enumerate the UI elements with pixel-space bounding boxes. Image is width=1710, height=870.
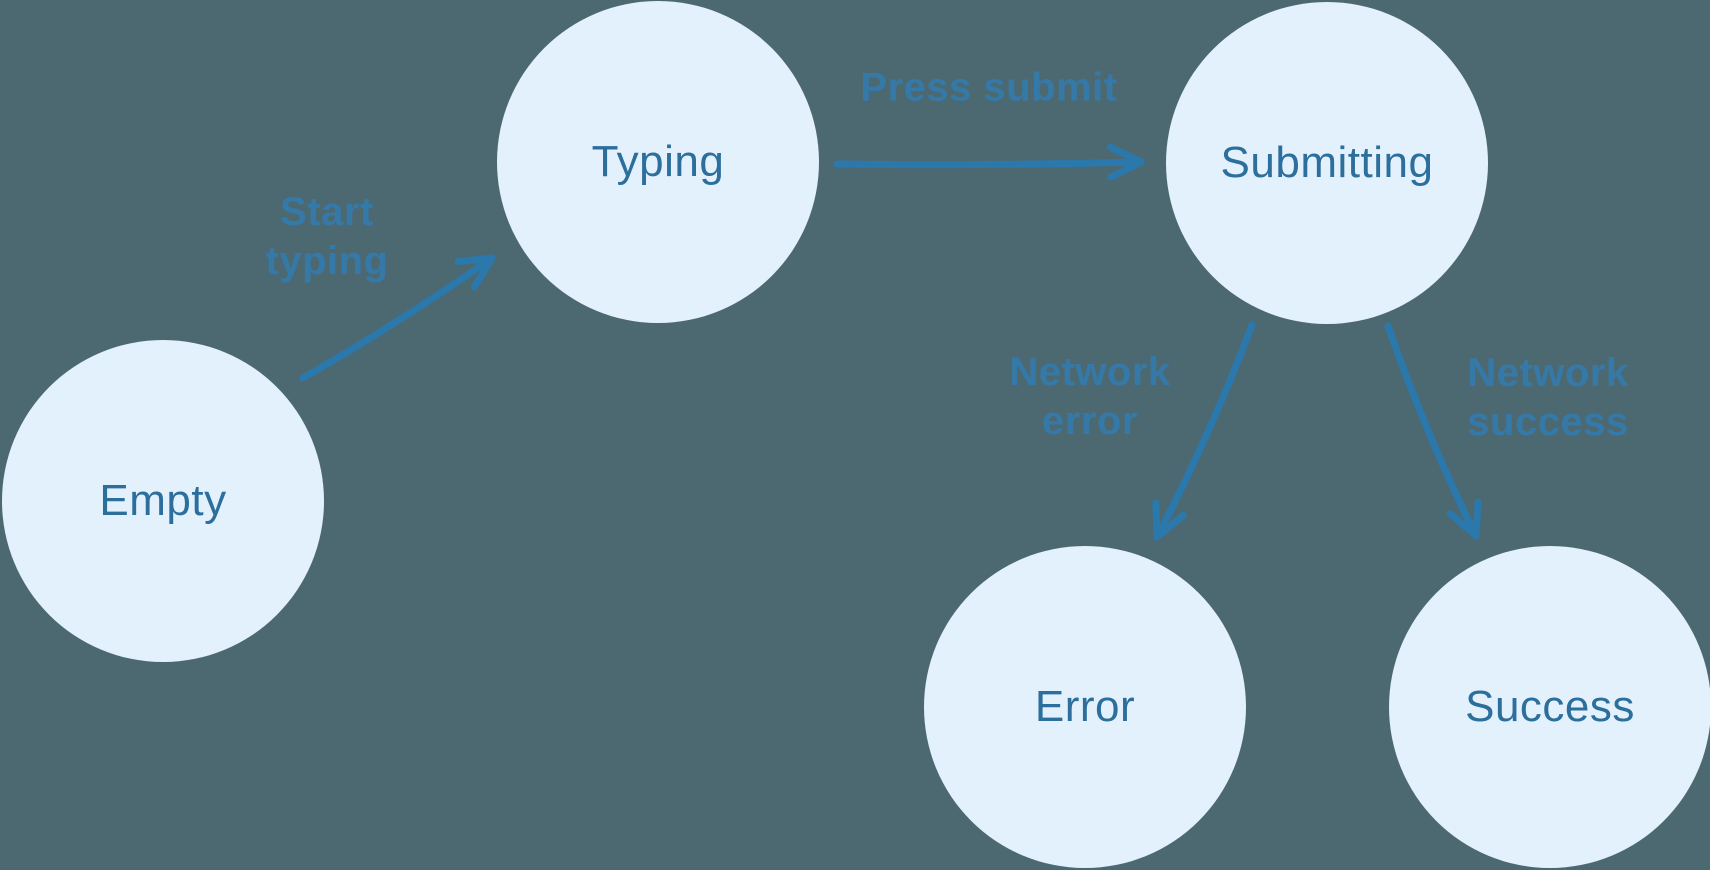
state-node-empty: Empty: [2, 340, 324, 662]
state-node-success: Success: [1389, 546, 1710, 868]
edge-label-network-error: Network error: [1009, 350, 1171, 443]
state-label-success: Success: [1465, 682, 1635, 731]
transition-arrow-typing-to-submitting: [833, 143, 1145, 181]
edge-label-start-typing: Start typing: [265, 190, 389, 283]
state-node-typing: Typing: [497, 1, 819, 323]
state-label-empty: Empty: [99, 476, 227, 525]
edge-label-press-submit: Press submit: [860, 65, 1118, 110]
state-node-submitting: Submitting: [1166, 2, 1488, 324]
edge-label-network-success: Network success: [1467, 351, 1629, 444]
state-label-submitting: Submitting: [1220, 138, 1434, 187]
state-label-error: Error: [1034, 682, 1136, 731]
state-label-typing: Typing: [591, 137, 725, 186]
state-node-error: Error: [924, 546, 1246, 868]
